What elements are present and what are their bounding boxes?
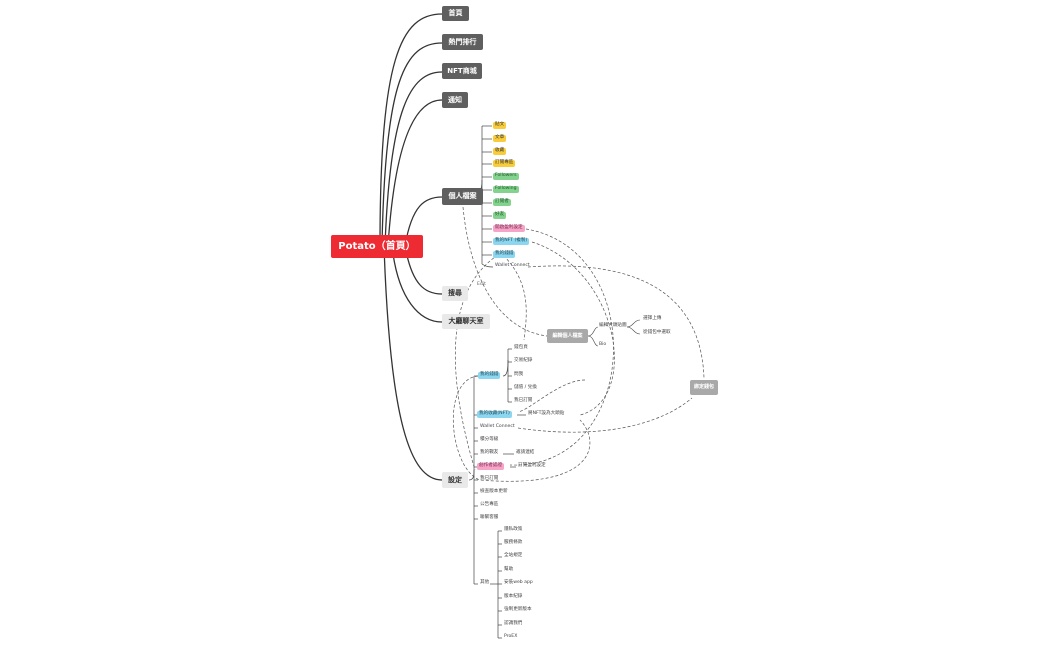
branch-hot-label: 熱門排行	[448, 37, 477, 46]
profile-branch-lines	[468, 125, 494, 268]
settings-my-nft-collection[interactable]: 我的收藏(NFT)	[477, 411, 512, 418]
settings-creator-verification[interactable]: 創作者認證	[477, 463, 504, 470]
settings-my-wallet[interactable]: 我的錢錢	[478, 372, 501, 379]
branch-notify-label: 通知	[448, 95, 462, 104]
settings-branch-lines	[468, 348, 526, 639]
branch-notifications[interactable]: 通知	[442, 92, 468, 108]
profile-item-posts[interactable]: 貼文	[493, 122, 507, 129]
wallet-subscribed[interactable]: 我已訂閱	[514, 398, 533, 403]
profile-item-my-wallet[interactable]: 我的錢錢	[493, 251, 516, 258]
set-nft-as-avatar[interactable]: 將NFT設為大頭貼	[528, 411, 565, 416]
branch-nft-store[interactable]: NFT商城	[442, 63, 482, 79]
bind-wallet-node[interactable]: 綁定錢包	[690, 380, 718, 395]
other-privacy-policy[interactable]: 隱私政策	[504, 527, 523, 532]
profile-item-subscription-zone[interactable]: 訂閱專區	[493, 160, 516, 167]
branch-search[interactable]: 搜尋	[442, 286, 468, 301]
subscription-monetization-settings[interactable]: 訂閱盈利設定	[518, 463, 546, 468]
upload-node[interactable]: 選擇上傳	[643, 316, 662, 321]
other-terms-of-service[interactable]: 服務條款	[504, 540, 523, 545]
settings-check-update[interactable]: 檢查版本更新	[480, 489, 508, 494]
branch-profile[interactable]: 個人檔案	[442, 188, 483, 205]
ask-me[interactable]: 問我	[514, 372, 524, 377]
profile-item-friends[interactable]: 好友	[493, 212, 507, 219]
other-proex[interactable]: ProEX	[504, 634, 518, 639]
branch-nft-label: NFT商城	[447, 66, 477, 75]
branch-settings-label: 設定	[448, 475, 462, 484]
root-label: Potato（首頁）	[338, 240, 416, 252]
edit-profile-label: 編輯個人檔案	[552, 332, 583, 339]
settings-wallet-connect[interactable]: Wallet Connect	[480, 424, 515, 429]
other-version-history[interactable]: 版本紀錄	[504, 594, 523, 599]
other-about-us[interactable]: 認識我們	[504, 621, 523, 626]
branch-profile-label: 個人檔案	[448, 192, 477, 200]
profile-item-following[interactable]: Following	[493, 186, 519, 193]
profile-item-collections[interactable]: 收藏	[493, 148, 507, 155]
profile-item-my-nft[interactable]: 我的NFT (複製)	[493, 238, 530, 245]
profile-item-articles[interactable]: 文章	[493, 135, 507, 142]
edit-branch-lines	[587, 319, 641, 347]
settings-my-comrades[interactable]: 我的戰友	[480, 450, 499, 455]
settings-points-level[interactable]: 積分等級	[480, 437, 499, 442]
settings-subscribed[interactable]: 我已訂閱	[480, 476, 499, 481]
relationship-arrowheads	[508, 333, 707, 468]
branch-home[interactable]: 首頁	[442, 6, 469, 21]
invite-link[interactable]: 邀請連結	[516, 450, 535, 455]
branch-lobby-label: 大廳聊天室	[448, 317, 484, 325]
settings-other[interactable]: 其他	[480, 580, 490, 585]
branch-lobby-chat[interactable]: 大廳聊天室	[442, 314, 490, 329]
settings-contact-support[interactable]: 聯繫客服	[480, 515, 499, 520]
edit-bio-node[interactable]: Bio	[599, 342, 607, 347]
other-help[interactable]: 幫助	[504, 567, 514, 572]
edit-label: Edit	[477, 282, 486, 287]
root-node[interactable]: Potato（首頁）	[331, 235, 423, 258]
settings-announcements[interactable]: 公告專區	[480, 502, 499, 507]
branch-home-label: 首頁	[448, 9, 463, 17]
profile-item-wallet-connect[interactable]: Wallet Connect	[495, 263, 530, 268]
profile-item-subscribers[interactable]: 訂閱者	[493, 199, 511, 206]
other-install-web-app[interactable]: 安裝web app	[504, 580, 533, 585]
topup-exchange[interactable]: 儲值 / 兌換	[514, 385, 537, 390]
bind-wallet-label: 綁定錢包	[693, 384, 714, 390]
transaction-history[interactable]: 交易紀錄	[514, 358, 533, 363]
profile-item-monetization[interactable]: 開啟盈利設定	[493, 225, 525, 232]
edit-profile-node[interactable]: 編輯個人檔案	[547, 329, 588, 343]
relationship-lines	[452, 206, 705, 482]
branch-search-label: 搜尋	[448, 289, 462, 297]
other-site-rules[interactable]: 全站規定	[504, 553, 523, 558]
edit-avatar-node[interactable]: 編輯大頭貼圖	[599, 323, 627, 328]
wallet-page[interactable]: 錢包頁	[514, 345, 528, 350]
choose-from-wallet-node[interactable]: 從錢包中選取	[643, 330, 671, 335]
other-force-update[interactable]: 強制更新版本	[504, 607, 532, 612]
profile-item-followers[interactable]: Followers	[493, 173, 519, 180]
branch-hot-ranking[interactable]: 熱門排行	[442, 34, 483, 50]
branch-settings[interactable]: 設定	[442, 472, 468, 488]
